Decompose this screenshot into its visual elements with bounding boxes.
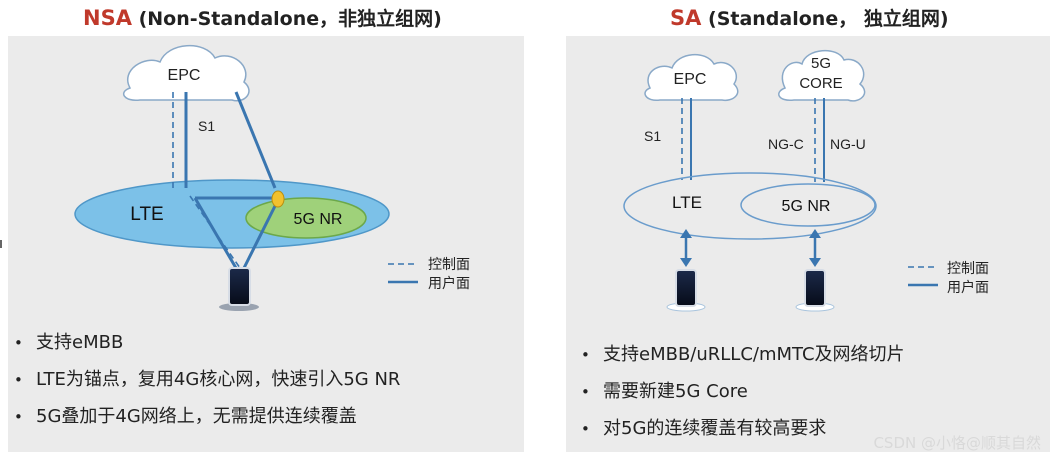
nsa-legend: 控制面 用户面	[388, 257, 470, 292]
nsa-title-text: (Non-Standalone，非独立组网)	[131, 8, 442, 30]
nsa-5gnr-coverage: 5G NR	[245, 197, 367, 239]
sa-5gnr-label: 5G NR	[782, 198, 831, 215]
sa-phone-icon-lte	[666, 269, 706, 312]
sa-bullet-item: 需要新建5G Core	[581, 373, 905, 410]
nsa-bullet-item: 支持eMBB	[14, 324, 400, 361]
nsa-5gnr-label: 5G NR	[294, 211, 343, 228]
sa-title-text: (Standalone， 独立组网)	[701, 8, 949, 30]
sa-5gcore-label-line1: 5G	[811, 55, 831, 72]
sa-phone-icon-nr	[795, 269, 835, 312]
nsa-lte-label: LTE	[130, 204, 163, 225]
sa-5gcore-cloud: 5G CORE	[778, 50, 866, 102]
sa-lte-label: LTE	[672, 193, 702, 212]
sa-radio-arrows	[680, 229, 821, 267]
nsa-links	[172, 91, 280, 269]
sa-5gnr-coverage: 5G NR	[740, 183, 876, 227]
sa-legend-user: 用户面	[947, 279, 989, 296]
sa-epc-cloud: EPC	[644, 54, 739, 102]
sa-ngc-label: NG-C	[768, 136, 804, 152]
nsa-epc-label: EPC	[168, 67, 201, 84]
sa-lte-coverage: LTE	[623, 172, 877, 240]
nsa-bullet-item: 5G叠加于4G网络上，无需提供连续覆盖	[14, 398, 400, 435]
nsa-legend-user: 用户面	[428, 275, 470, 292]
nsa-ue-nr-link	[242, 199, 280, 269]
sa-s1-label: S1	[644, 128, 661, 144]
sa-bullet-list: 支持eMBB/uRLLC/mMTC及网络切片 需要新建5G Core 对5G的连…	[581, 336, 905, 447]
csdn-watermark: CSDN @小恪@顺其自然	[873, 434, 1041, 452]
sa-title-code: SA	[670, 6, 702, 30]
sa-5gcore-label-line2: CORE	[799, 75, 842, 92]
nsa-s1-label: S1	[198, 118, 215, 134]
nsa-phone-icon	[219, 267, 259, 311]
nsa-title: NSA (Non-Standalone，非独立组网)	[83, 4, 442, 31]
nsa-bullet-item: LTE为锚点，复用4G核心网，快速引入5G NR	[14, 361, 400, 398]
sa-legend: 控制面 用户面	[908, 261, 989, 296]
sa-title: SA (Standalone， 独立组网)	[670, 4, 949, 31]
sa-links	[681, 98, 825, 182]
nsa-legend-control: 控制面	[428, 257, 470, 273]
nsa-user-link-nr	[234, 91, 277, 189]
nsa-ue-lte-link	[193, 197, 238, 269]
nsa-title-code: NSA	[83, 6, 132, 30]
sa-ngu-label: NG-U	[830, 136, 866, 152]
nsa-anchor-node	[271, 190, 285, 208]
sa-bullet-item: 对5G的连续覆盖有较高要求	[581, 410, 905, 447]
sa-bullet-item: 支持eMBB/uRLLC/mMTC及网络切片	[581, 336, 905, 373]
nsa-bullet-list: 支持eMBB LTE为锚点，复用4G核心网，快速引入5G NR 5G叠加于4G网…	[14, 324, 400, 435]
sa-legend-control: 控制面	[947, 261, 989, 277]
edge-mark	[0, 240, 2, 248]
sa-epc-label: EPC	[674, 71, 707, 88]
nsa-epc-cloud: EPC	[122, 44, 250, 102]
